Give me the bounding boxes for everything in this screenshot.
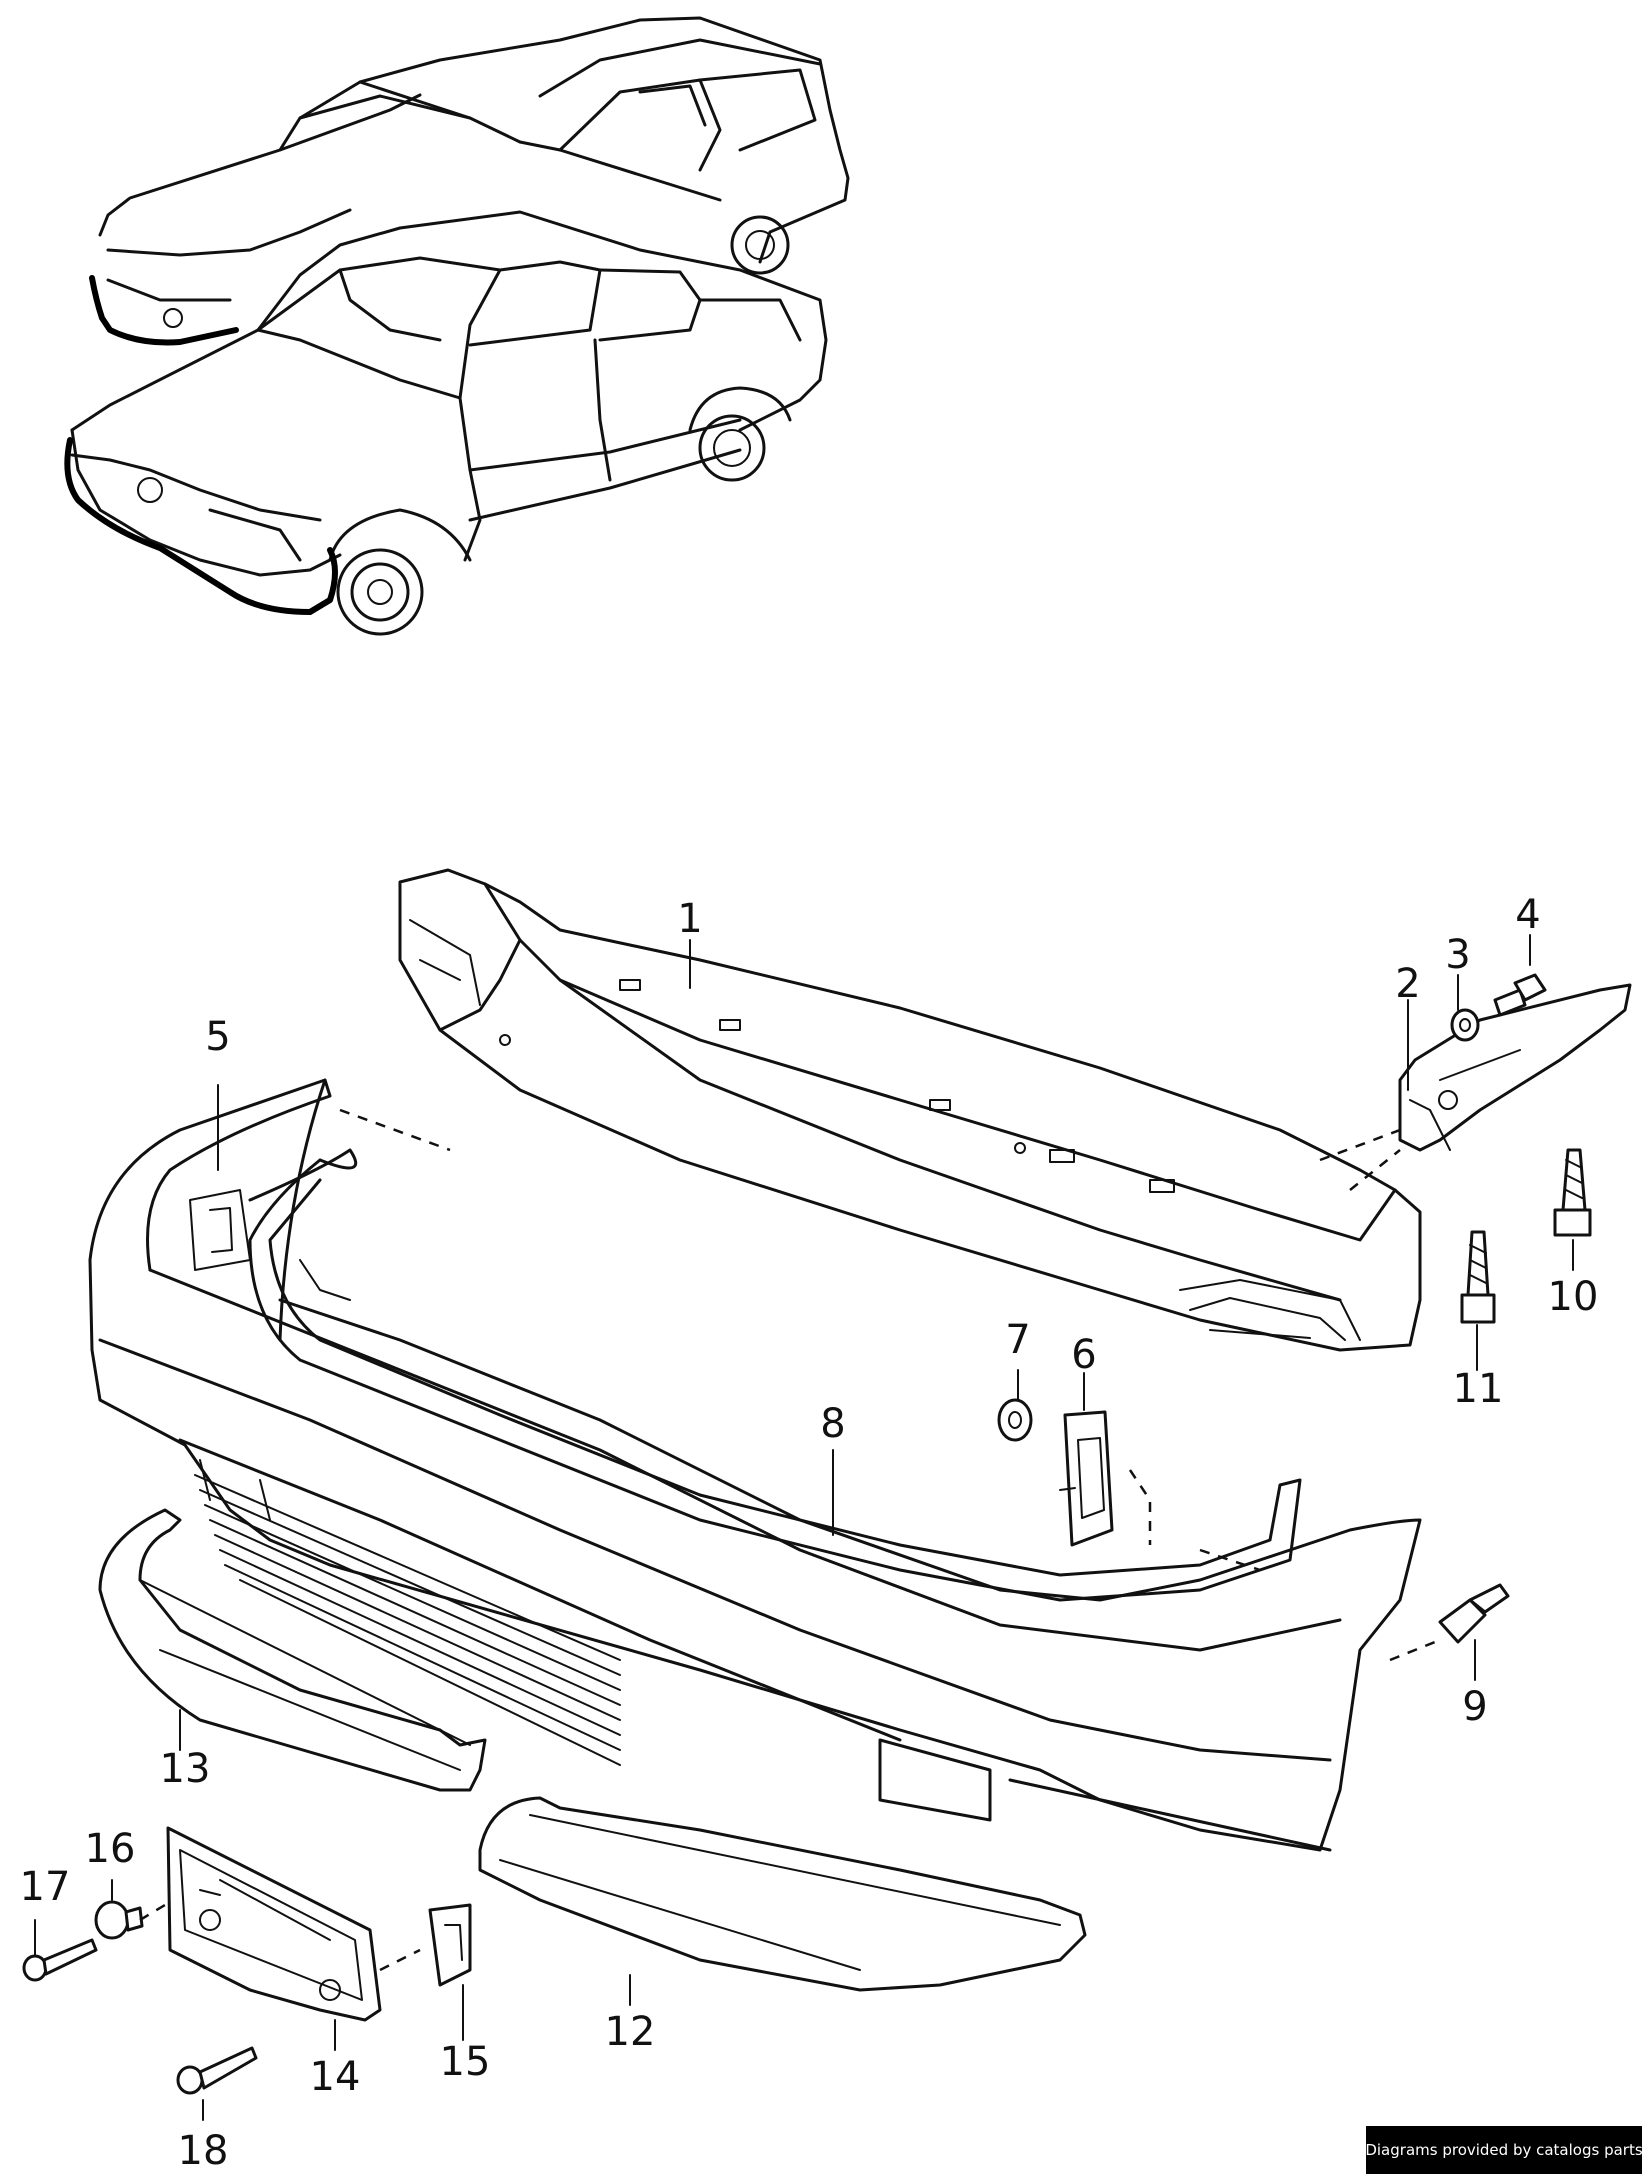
bracket-drawing [1400, 985, 1630, 1150]
estate-car-drawing [92, 18, 848, 343]
clip-15-drawing [430, 1905, 470, 1985]
credit-badge: Diagrams provided by catalogs parts [1365, 2126, 1642, 2174]
callout-2: 2 [1395, 961, 1420, 1007]
callout-8: 8 [820, 1401, 845, 1447]
bumper-cover-drawing [90, 1080, 1420, 1850]
callout-16: 16 [85, 1826, 136, 1872]
gasket-strip-drawing [250, 1150, 1300, 1600]
callout-6: 6 [1071, 1332, 1096, 1378]
callout-4: 4 [1515, 892, 1540, 938]
leader-lines [35, 935, 1573, 2120]
callout-3: 3 [1445, 932, 1470, 978]
callout-7: 7 [1005, 1317, 1030, 1363]
clip-9-drawing [1440, 1585, 1508, 1642]
holder-6-drawing [1060, 1412, 1112, 1545]
alignment-lines [140, 1110, 1440, 1970]
screw-11-drawing [1462, 1232, 1494, 1322]
callout-5: 5 [205, 1014, 230, 1060]
callout-13: 13 [160, 1746, 211, 1792]
bumper-reinforcement-drawing [400, 870, 1420, 1350]
screw-10-drawing [1555, 1150, 1590, 1235]
sedan-car-drawing [67, 212, 826, 634]
callout-18: 18 [178, 2128, 229, 2174]
credit-text: Diagrams provided by catalogs parts [1365, 2141, 1642, 2159]
license-plate-bracket-14-drawing [168, 1828, 380, 2020]
callout-12: 12 [605, 2009, 656, 2055]
spoiler-strip-13-drawing [100, 1510, 485, 1790]
vehicle-overview-illustration [67, 18, 848, 634]
callout-9: 9 [1462, 1684, 1487, 1730]
washer-3-drawing [1452, 1010, 1478, 1040]
callout-1: 1 [677, 896, 702, 942]
nut-16-drawing [96, 1902, 142, 1938]
callout-labels: 1 2 3 4 5 6 7 8 9 10 11 12 13 14 15 16 1… [20, 892, 1599, 2174]
screw-18-drawing [178, 2048, 256, 2093]
callout-17: 17 [20, 1864, 71, 1910]
callout-10: 10 [1548, 1274, 1599, 1320]
spoiler-strip-12-drawing [480, 1798, 1085, 1990]
screw-17-drawing [24, 1940, 96, 1980]
bolt-4-drawing [1495, 975, 1545, 1015]
callout-15: 15 [440, 2039, 491, 2085]
callout-14: 14 [310, 2054, 361, 2100]
callout-11: 11 [1453, 1366, 1504, 1412]
grommet-7-drawing [999, 1400, 1031, 1440]
